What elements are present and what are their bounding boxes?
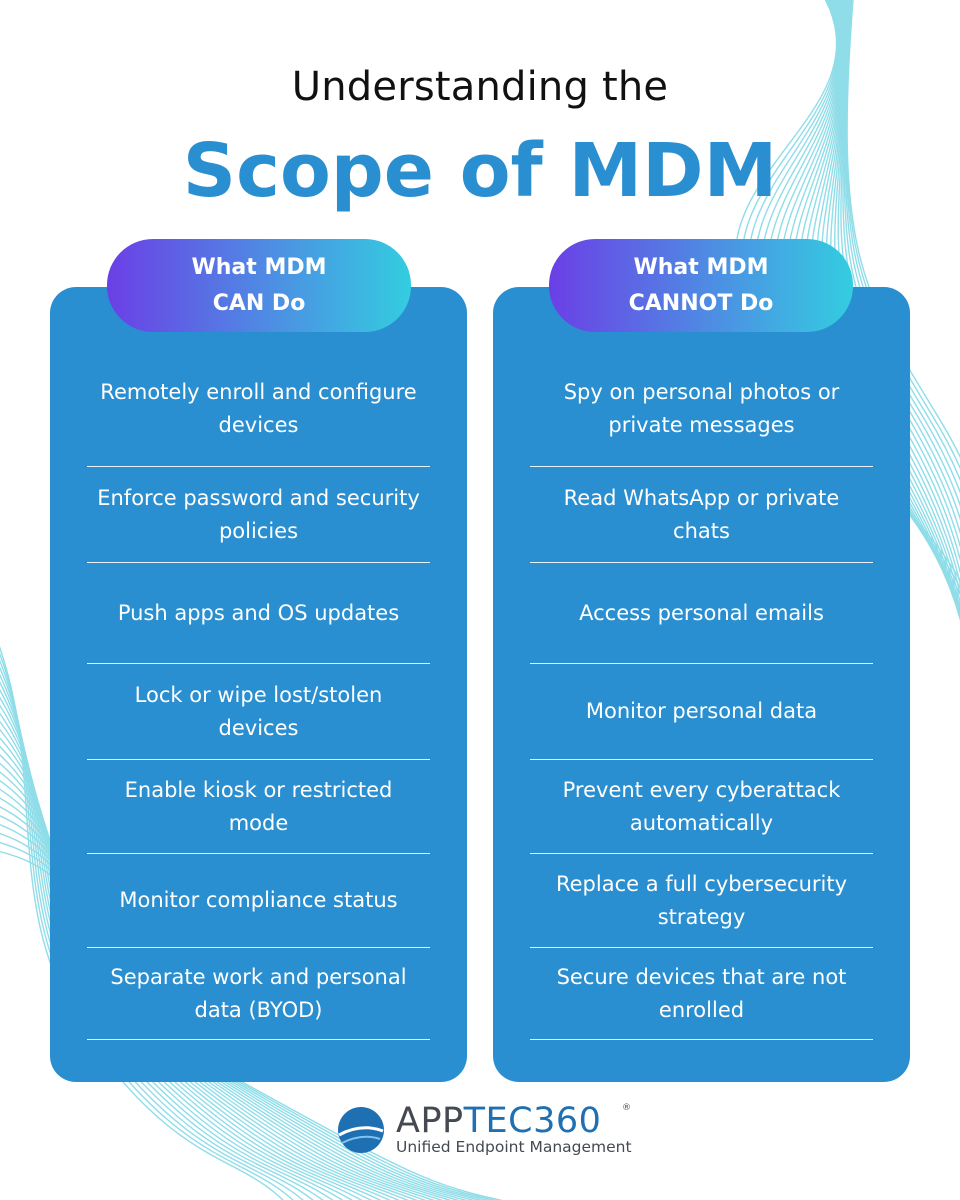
cannot-do-heading-pill: What MDM CANNOT Do	[549, 239, 853, 332]
list-item: Monitor personal data	[530, 664, 873, 760]
cannot-do-list: Spy on personal photos or private messag…	[530, 357, 873, 1040]
page-subtitle: Understanding the	[291, 64, 669, 110]
can-do-list: Remotely enroll and configure devices En…	[87, 357, 430, 1040]
list-item: Access personal emails	[530, 563, 873, 664]
registered-mark: ®	[622, 1103, 631, 1113]
list-item: Remotely enroll and configure devices	[87, 357, 430, 467]
cannot-do-heading-line1: What MDM	[633, 254, 769, 280]
cannot-do-heading-line2: CANNOT Do	[628, 290, 774, 316]
list-item: Lock or wipe lost/stolen devices	[87, 664, 430, 760]
brand-name: APPTEC360	[396, 1101, 602, 1141]
list-item: Separate work and personal data (BYOD)	[87, 948, 430, 1040]
brand-tagline: Unified Endpoint Management	[396, 1138, 632, 1156]
can-do-card: Remotely enroll and configure devices En…	[50, 287, 467, 1082]
list-item: Read WhatsApp or private chats	[530, 467, 873, 563]
list-item: Spy on personal photos or private messag…	[530, 357, 873, 467]
can-do-heading-line1: What MDM	[191, 254, 327, 280]
list-item: Push apps and OS updates	[87, 563, 430, 664]
list-item: Enforce password and security policies	[87, 467, 430, 563]
brand-logo: APPTEC360 ® Unified Endpoint Management	[336, 1101, 636, 1165]
page-title: Scope of MDM	[182, 128, 778, 214]
can-do-heading-pill: What MDM CAN Do	[107, 239, 411, 332]
can-do-heading-line2: CAN Do	[212, 290, 306, 316]
globe-icon	[338, 1107, 384, 1153]
list-item: Enable kiosk or restricted mode	[87, 760, 430, 854]
list-item: Monitor compliance status	[87, 854, 430, 948]
list-item: Replace a full cybersecurity strategy	[530, 854, 873, 948]
cannot-do-card: Spy on personal photos or private messag…	[493, 287, 910, 1082]
list-item: Secure devices that are not enrolled	[530, 948, 873, 1040]
list-item: Prevent every cyberattack automatically	[530, 760, 873, 854]
